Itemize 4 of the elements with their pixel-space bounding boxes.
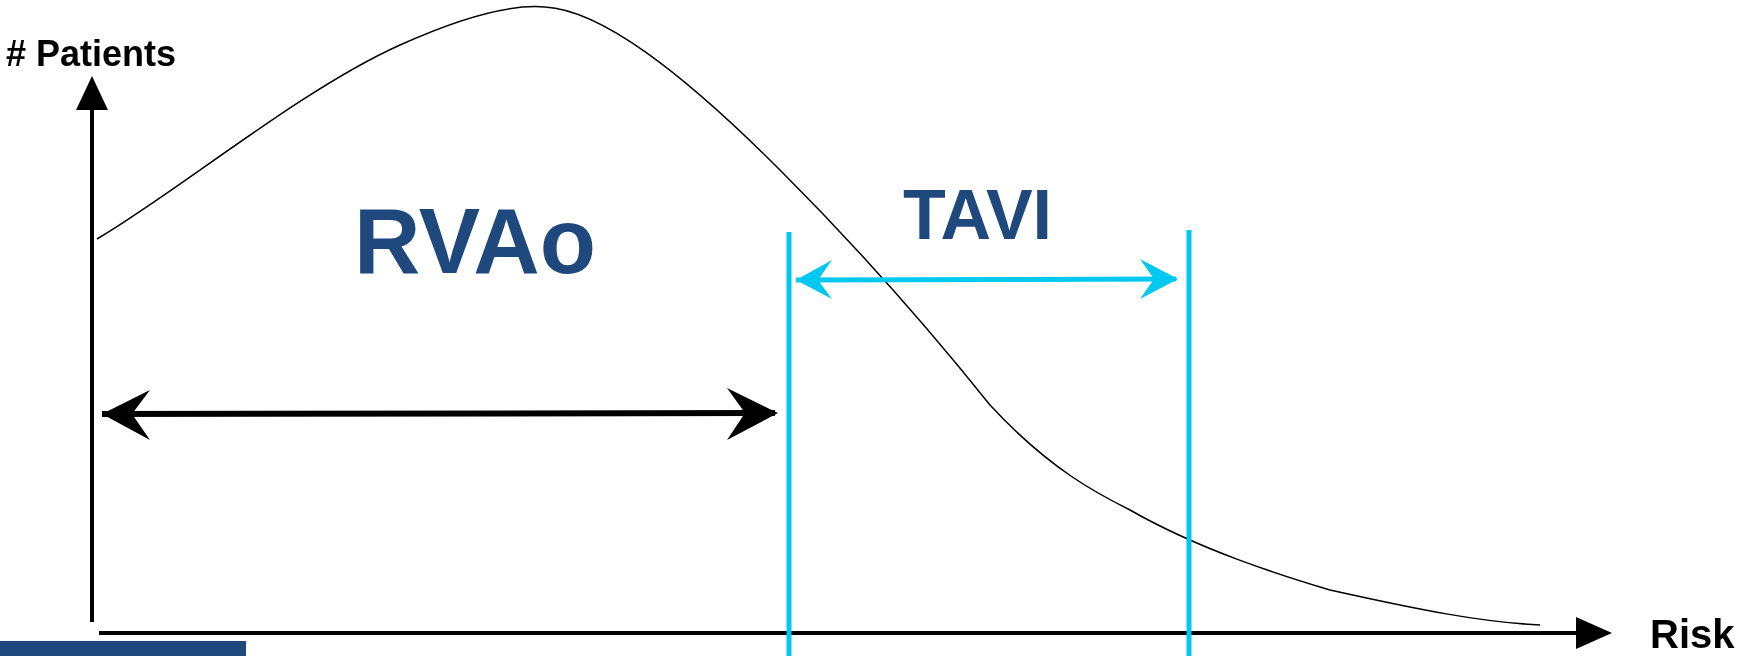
range-label: TAVI	[903, 180, 1053, 250]
range-label: RVAo	[354, 195, 596, 287]
axis-title: # Patients	[6, 36, 177, 72]
axis-title: Risk	[1650, 614, 1735, 654]
